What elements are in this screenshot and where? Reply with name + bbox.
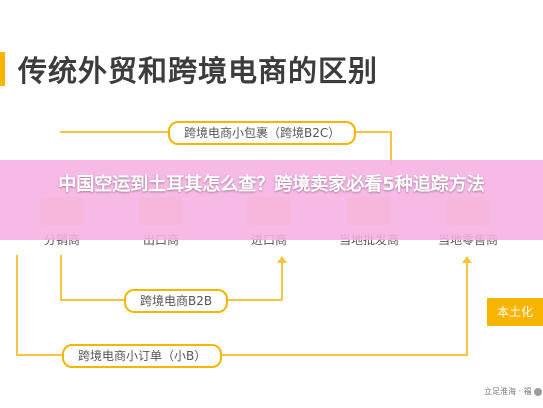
arrow-down-icon <box>277 256 287 263</box>
small-order-label: 跨境电商小订单（小B） <box>62 344 223 368</box>
b2c-label: 跨境电商小包裹（跨境B2C） <box>168 121 357 145</box>
flow-line <box>390 131 392 166</box>
flow-line <box>16 354 468 356</box>
page-title: 传统外贸和跨境电商的区别 <box>18 54 379 88</box>
overlay-title: 中国空运到土耳其怎么查？跨境卖家必看5种追踪方法 <box>58 174 485 195</box>
flow-line <box>281 262 283 300</box>
logo-icon <box>533 387 542 396</box>
flow-line <box>466 262 468 355</box>
b2b-label: 跨境电商B2B <box>124 289 229 313</box>
title-accent-bar <box>0 52 5 86</box>
local-label: 本土化 <box>487 298 543 326</box>
flow-line <box>16 255 18 355</box>
arrow-up-icon <box>462 256 472 263</box>
overlay-banner <box>0 160 543 240</box>
flow-line <box>60 255 62 300</box>
watermark: 立足淮海 · 福 <box>484 386 542 397</box>
